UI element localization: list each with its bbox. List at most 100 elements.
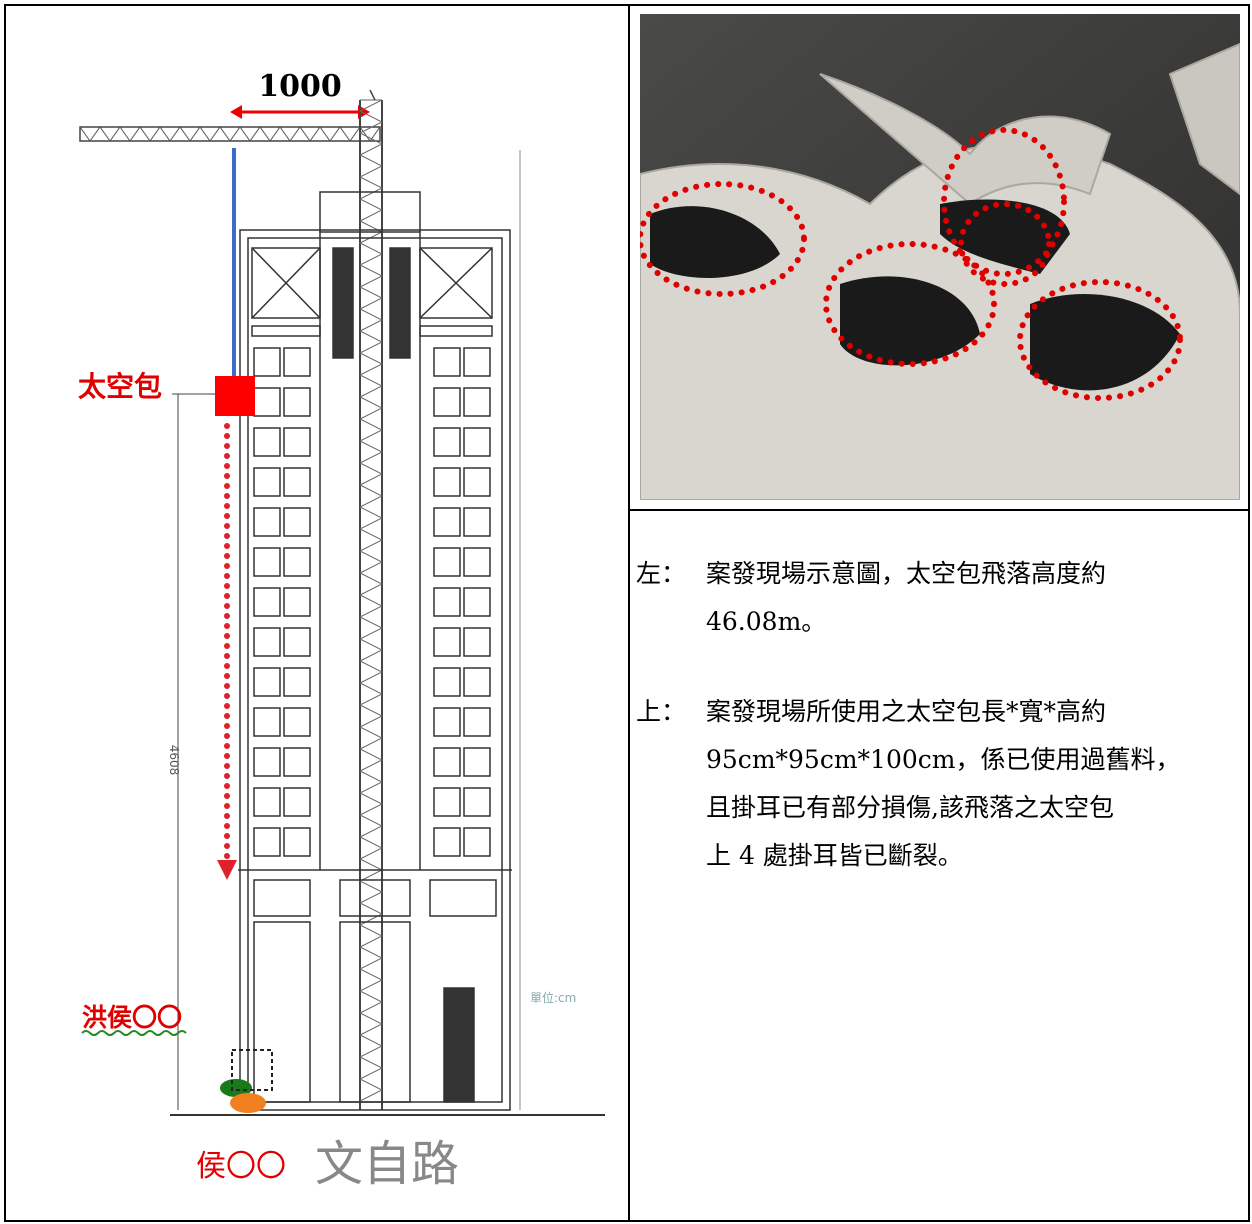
window (433, 547, 461, 577)
window (463, 547, 491, 577)
window (253, 387, 281, 417)
worker2-figure (230, 1093, 266, 1113)
window (283, 707, 311, 737)
fall-dot (224, 423, 230, 429)
window (433, 827, 461, 857)
worker2-label: 侯〇〇 (196, 1149, 286, 1184)
fall-dot (224, 643, 230, 649)
height-dimension (172, 393, 220, 1110)
fall-dot (224, 633, 230, 639)
bag-openings (650, 199, 1180, 391)
window (463, 747, 491, 777)
window (463, 827, 491, 857)
caption-top-line3: 且掛耳已有部分損傷,該飛落之太空包 (706, 793, 1114, 822)
worker1-figure (220, 1079, 252, 1097)
fall-dot (224, 463, 230, 469)
window (253, 827, 281, 857)
fall-dot (224, 503, 230, 509)
fall-dot (224, 513, 230, 519)
window (283, 387, 311, 417)
column-divider (628, 4, 630, 1222)
window (283, 747, 311, 777)
window (283, 467, 311, 497)
window (283, 547, 311, 577)
fall-dot (224, 673, 230, 679)
fall-dot (224, 573, 230, 579)
window (253, 627, 281, 657)
caption-top: 上：案發現場所使用之太空包長*寬*高約 95cm*95cm*100cm，係已使用… (636, 688, 1236, 880)
caption-left-line1: 案發現場示意圖，太空包飛落高度約 (706, 559, 1107, 588)
caption-left-line2: 46.08m。 (706, 607, 827, 636)
caption-left-label: 左： (636, 559, 687, 588)
height-label: 4608 (167, 745, 181, 776)
fall-dot (224, 563, 230, 569)
window (463, 587, 491, 617)
window (283, 667, 311, 697)
fall-dot (224, 603, 230, 609)
window (433, 667, 461, 697)
fall-dot (224, 443, 230, 449)
crane-jib (79, 126, 381, 142)
window (283, 507, 311, 537)
fall-dot (224, 613, 230, 619)
fall-dot (224, 713, 230, 719)
window (463, 427, 491, 457)
fall-path (224, 423, 230, 859)
fall-dot (224, 433, 230, 439)
fall-dot (224, 453, 230, 459)
span-label: 1000 (258, 69, 342, 104)
window (463, 707, 491, 737)
bag-label: 太空包 (78, 370, 162, 403)
fall-dot (224, 753, 230, 759)
worker1-underline (81, 1030, 187, 1036)
window (433, 427, 461, 457)
window (463, 667, 491, 697)
damage-circle (640, 181, 807, 297)
fall-dot (224, 803, 230, 809)
fall-dot (224, 523, 230, 529)
fall-dot (224, 733, 230, 739)
fall-arrowhead (217, 860, 237, 880)
window (463, 787, 491, 817)
row-divider (628, 509, 1250, 511)
window (433, 587, 461, 617)
window (463, 387, 491, 417)
bag-marker (215, 376, 255, 416)
caption-top-line4: 上 4 處掛耳皆已斷裂。 (706, 841, 963, 870)
window (283, 627, 311, 657)
fall-dot (224, 553, 230, 559)
fall-dot (224, 693, 230, 699)
caption-top-line1: 案發現場所使用之太空包長*寬*高約 (706, 697, 1107, 726)
window (253, 667, 281, 697)
fall-dot (224, 813, 230, 819)
window (433, 707, 461, 737)
fall-dot (224, 593, 230, 599)
damage-circle (1017, 279, 1183, 401)
window (433, 467, 461, 497)
fall-dot (224, 823, 230, 829)
fall-dot (224, 703, 230, 709)
window (253, 547, 281, 577)
window (433, 747, 461, 777)
fall-dot (224, 723, 230, 729)
worker1-label: 洪侯〇〇 (82, 1003, 182, 1032)
window (433, 387, 461, 417)
window (433, 627, 461, 657)
window (283, 427, 311, 457)
building-elevation (239, 191, 511, 1111)
window (463, 627, 491, 657)
window (253, 467, 281, 497)
damage-circle (958, 201, 1052, 287)
window (463, 467, 491, 497)
window (433, 787, 461, 817)
caption-top-line2: 95cm*95cm*100cm，係已使用過舊料， (706, 745, 1181, 774)
window (433, 347, 461, 377)
fall-dot (224, 833, 230, 839)
window (463, 507, 491, 537)
ground-floor (238, 869, 512, 1103)
fall-dot (224, 763, 230, 769)
crane-mast (358, 89, 384, 1110)
window (283, 347, 311, 377)
window (253, 747, 281, 777)
window (433, 507, 461, 537)
